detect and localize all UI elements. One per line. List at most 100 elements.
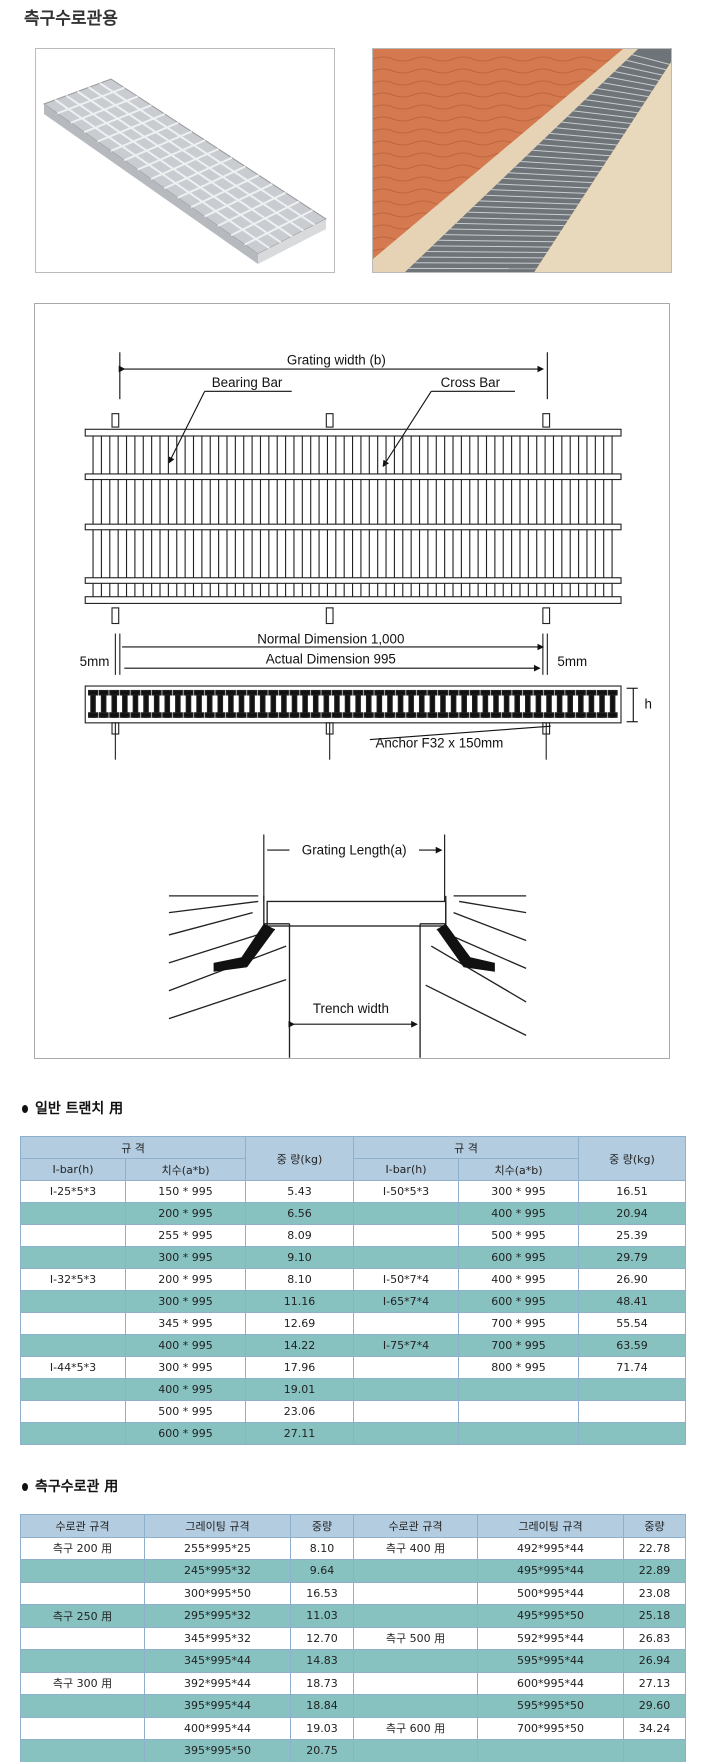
diagram-stroke	[437, 712, 448, 718]
diagram-stroke	[109, 712, 120, 718]
installed-trench-photo	[372, 48, 672, 273]
diagram-stroke	[257, 689, 268, 696]
diagram-stroke	[406, 689, 417, 696]
table-cell	[353, 1581, 478, 1605]
normal-dimension-label: Normal Dimension 1,000	[257, 632, 404, 647]
diagram-stroke	[225, 712, 236, 718]
table-cell: 48.41	[578, 1290, 686, 1313]
table-cell: 492*995*44	[477, 1536, 624, 1560]
table-cell	[477, 1739, 624, 1762]
header-weight: 중 량(kg)	[578, 1136, 686, 1181]
diagram-stroke	[278, 712, 289, 718]
header-weight: 중 량(kg)	[245, 1136, 354, 1181]
diagram-stroke	[363, 689, 374, 696]
table-header: 수로관 규격	[20, 1514, 145, 1538]
diagram-stroke	[236, 712, 247, 718]
table-cell	[353, 1224, 459, 1247]
diagram-stroke	[162, 689, 173, 696]
table-cell: 20.75	[290, 1739, 354, 1762]
diagram-stroke	[84, 577, 622, 584]
table-cell: 55.54	[578, 1312, 686, 1335]
diagram-stroke	[88, 712, 99, 718]
table-cell: 29.79	[578, 1246, 686, 1269]
table-cell	[458, 1400, 579, 1423]
table-cell	[353, 1559, 478, 1583]
section-title-text: 일반 트랜치 用	[35, 1101, 124, 1117]
diagram-stroke	[384, 689, 395, 696]
diagram-stroke	[183, 689, 194, 696]
table-cell	[20, 1626, 145, 1650]
diagram-stroke	[522, 712, 533, 718]
table-cell: 400 * 995	[458, 1268, 579, 1291]
diagram-stroke	[459, 712, 470, 718]
table-header: 그레이팅 규격	[477, 1514, 624, 1538]
diagram-stroke	[268, 712, 279, 718]
diagram-stroke	[501, 712, 512, 718]
table-cell: 6.56	[245, 1202, 354, 1225]
diagram-stroke	[469, 689, 480, 696]
diagram-stroke	[172, 712, 183, 718]
table-cell: 400 * 995	[125, 1334, 246, 1357]
diagram-stroke	[363, 712, 374, 718]
table-cell: 측구 200 用	[20, 1536, 145, 1560]
table-cell: 26.94	[623, 1649, 686, 1673]
anchor-label: Anchor F32 x 150mm	[375, 735, 503, 750]
table-cell: 23.08	[623, 1581, 686, 1605]
table-cell: 23.06	[245, 1400, 354, 1423]
diagram-stroke	[119, 689, 130, 696]
table-header: 그레이팅 규격	[144, 1514, 291, 1538]
grating-width-label: Grating width (b)	[287, 353, 386, 368]
header-ibar: I-bar(h)	[20, 1158, 126, 1181]
table-header: 중량	[290, 1514, 354, 1538]
table-cell	[353, 1378, 459, 1401]
diagram-stroke	[84, 685, 622, 724]
diagram-stroke	[325, 607, 334, 625]
table-cell: 5.43	[245, 1180, 354, 1203]
diagram-stroke	[194, 689, 205, 696]
section-title-text: 측구수로관 用	[35, 1479, 119, 1495]
table-cell: 200 * 995	[125, 1268, 246, 1291]
table-cell	[20, 1716, 145, 1740]
diagram-stroke	[480, 712, 491, 718]
diagram-stroke	[111, 413, 120, 428]
diagram-stroke	[325, 413, 334, 428]
table-cell: 측구 500 用	[353, 1626, 478, 1650]
table-cell: 18.84	[290, 1694, 354, 1718]
table-cell: 592*995*44	[477, 1626, 624, 1650]
table-cell: 27.11	[245, 1422, 354, 1445]
table-header: 중량	[623, 1514, 686, 1538]
table-cell	[20, 1246, 126, 1269]
diagram-stroke	[215, 712, 226, 718]
table-cell	[20, 1400, 126, 1423]
table-cell: 600*995*44	[477, 1671, 624, 1695]
table-cell	[353, 1739, 478, 1762]
table-cell	[353, 1312, 459, 1335]
table-cell	[20, 1290, 126, 1313]
table-cell: 27.13	[623, 1671, 686, 1695]
diagram-stroke	[321, 712, 332, 718]
table-cell	[623, 1739, 686, 1762]
table-cell: 395*995*44	[144, 1694, 291, 1718]
header-spec: 규 격	[20, 1136, 246, 1159]
table-cell: 150 * 995	[125, 1180, 246, 1203]
diagram-stroke	[98, 712, 109, 718]
diagram-stroke	[141, 712, 152, 718]
table-cell: 20.94	[578, 1202, 686, 1225]
table-cell	[20, 1202, 126, 1225]
diagram-stroke	[289, 712, 300, 718]
diagram-stroke	[437, 689, 448, 696]
trench-width-label: Trench width	[313, 1001, 389, 1016]
header-spec: 규 격	[353, 1136, 579, 1159]
diagram-stroke	[416, 689, 427, 696]
table-cell: 400*995*44	[144, 1716, 291, 1740]
table-cell	[20, 1422, 126, 1445]
table-cell	[20, 1649, 145, 1673]
diagram-stroke	[353, 712, 364, 718]
